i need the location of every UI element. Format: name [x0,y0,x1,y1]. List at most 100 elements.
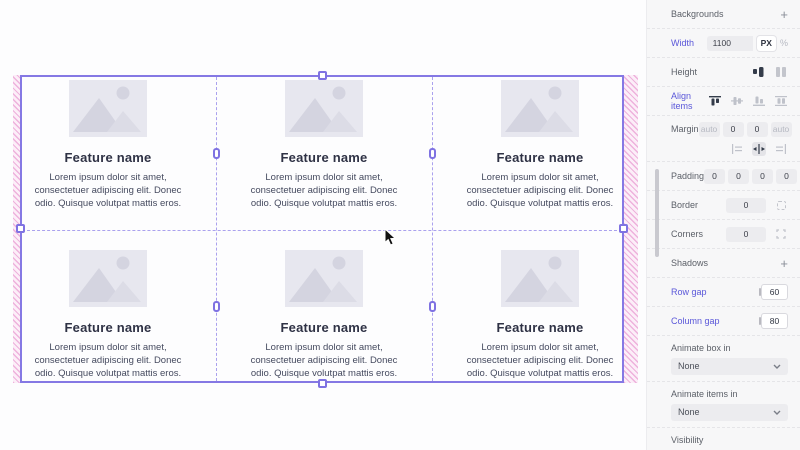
margin-label: Margin [671,124,699,134]
animate-items-select[interactable]: None [671,403,788,421]
feature-grid: Feature name Lorem ipsum dolor sit amet,… [22,77,622,381]
properties-sidebar: Backgrounds + Width 1100 PX % Height [646,0,800,450]
feature-card[interactable]: Feature name Lorem ipsum dolor sit amet,… [454,77,626,214]
width-input[interactable]: 1100 [706,35,753,51]
animate-items-value: None [678,407,700,417]
animate-items-label: Animate items in [671,388,738,399]
padding-top-input[interactable]: 0 [728,168,750,184]
feature-body: Lorem ipsum dolor sit amet, consectetuer… [466,172,614,209]
image-placeholder-icon [501,80,579,137]
canvas[interactable]: Feature name Lorem ipsum dolor sit amet,… [0,0,646,450]
feature-card[interactable]: Feature name Lorem ipsum dolor sit amet,… [238,77,410,214]
margin-align-center-icon[interactable] [752,141,766,156]
row-row-gap: Row gap 60 [647,278,800,307]
row-height: Height [647,58,800,87]
height-label: Height [671,67,698,77]
margin-indicator-right [624,75,638,383]
row-visibility: Visibility [647,428,800,450]
corners-label: Corners [671,229,704,239]
column-gap-handle[interactable] [429,148,436,159]
image-placeholder-icon [285,80,363,137]
align-start-icon[interactable] [708,94,722,108]
width-unit-percent-button[interactable]: % [779,38,788,48]
feature-card[interactable]: Feature name Lorem ipsum dolor sit amet,… [238,247,410,384]
height-fill-icon[interactable] [774,65,788,79]
margin-right-input[interactable]: auto [770,121,792,137]
row-backgrounds: Backgrounds + [647,0,800,29]
feature-body: Lorem ipsum dolor sit amet, consectetuer… [250,342,398,379]
backgrounds-label: Backgrounds [671,9,724,19]
add-shadow-button[interactable]: + [780,255,788,271]
margin-align-left-icon[interactable] [730,142,744,156]
align-items-label: Align items [671,91,693,111]
padding-bottom-input[interactable]: 0 [752,168,774,184]
feature-body: Lorem ipsum dolor sit amet, consectetuer… [466,342,614,379]
row-border: Border 0 [647,191,800,220]
column-gap-handle[interactable] [213,301,220,312]
border-width-input[interactable]: 0 [726,197,766,213]
row-align-items: Align items [647,87,800,116]
row-corners: Corners 0 [647,220,800,249]
feature-card[interactable]: Feature name Lorem ipsum dolor sit amet,… [22,247,194,384]
row-shadows: Shadows + [647,249,800,278]
animate-box-value: None [678,361,700,371]
row-padding: Padding 0 0 0 0 [647,162,800,191]
corners-radius-input[interactable]: 0 [726,226,766,242]
align-end-icon[interactable] [752,94,766,108]
image-placeholder-icon [69,250,147,307]
column-gap-label: Column gap [671,316,720,326]
corners-individual-icon[interactable] [774,227,788,241]
visibility-label: Visibility [671,435,704,445]
row-gap-label: Row gap [671,287,707,297]
width-label: Width [671,38,695,48]
animate-box-select[interactable]: None [671,357,788,375]
row-gap-input[interactable]: 60 [759,284,788,300]
feature-title: Feature name [280,320,368,335]
image-placeholder-icon [285,250,363,307]
resize-handle-right[interactable] [619,224,628,233]
feature-body: Lorem ipsum dolor sit amet, consectetuer… [34,172,182,209]
margin-bottom-input[interactable]: 0 [746,121,768,137]
sidebar-scrollbar[interactable] [655,169,659,257]
feature-card[interactable]: Feature name Lorem ipsum dolor sit amet,… [22,77,194,214]
column-gap-handle[interactable] [213,148,220,159]
padding-label: Padding [671,171,705,181]
chevron-down-icon [773,361,781,371]
row-column-gap: Column gap 80 [647,307,800,336]
width-unit-px-button[interactable]: PX [756,35,776,51]
column-gap-handle[interactable] [429,301,436,312]
padding-left-input[interactable]: 0 [704,168,726,184]
row-animate-box: Animate box in None [647,336,800,382]
resize-handle-bottom[interactable] [318,379,327,388]
image-placeholder-icon [69,80,147,137]
feature-card[interactable]: Feature name Lorem ipsum dolor sit amet,… [454,247,626,384]
column-gap-guide-2 [432,77,433,381]
selected-grid-section[interactable]: Feature name Lorem ipsum dolor sit amet,… [13,71,638,388]
image-placeholder-icon [501,250,579,307]
padding-right-input[interactable]: 0 [776,168,798,184]
align-stretch-icon[interactable] [774,94,788,108]
margin-top-input[interactable]: 0 [722,121,744,137]
border-label: Border [671,200,699,210]
row-gap-guide [22,230,622,231]
chevron-down-icon [773,407,781,417]
column-gap-input[interactable]: 80 [759,313,788,329]
row-width: Width 1100 PX % [647,29,800,58]
feature-title: Feature name [64,320,152,335]
feature-body: Lorem ipsum dolor sit amet, consectetuer… [34,342,182,379]
column-gap-guide-1 [216,77,217,381]
margin-left-input[interactable]: auto [698,121,720,137]
row-animate-items: Animate items in None [647,382,800,428]
shadows-label: Shadows [671,258,709,268]
resize-handle-top[interactable] [318,71,327,80]
add-background-button[interactable]: + [780,6,788,22]
feature-body: Lorem ipsum dolor sit amet, consectetuer… [250,172,398,209]
resize-handle-left[interactable] [16,224,25,233]
border-sides-icon[interactable] [774,198,788,212]
feature-title: Feature name [496,150,584,165]
align-center-icon[interactable] [730,94,744,108]
margin-align-right-icon[interactable] [774,142,788,156]
feature-title: Feature name [496,320,584,335]
height-fit-icon[interactable] [751,65,765,79]
